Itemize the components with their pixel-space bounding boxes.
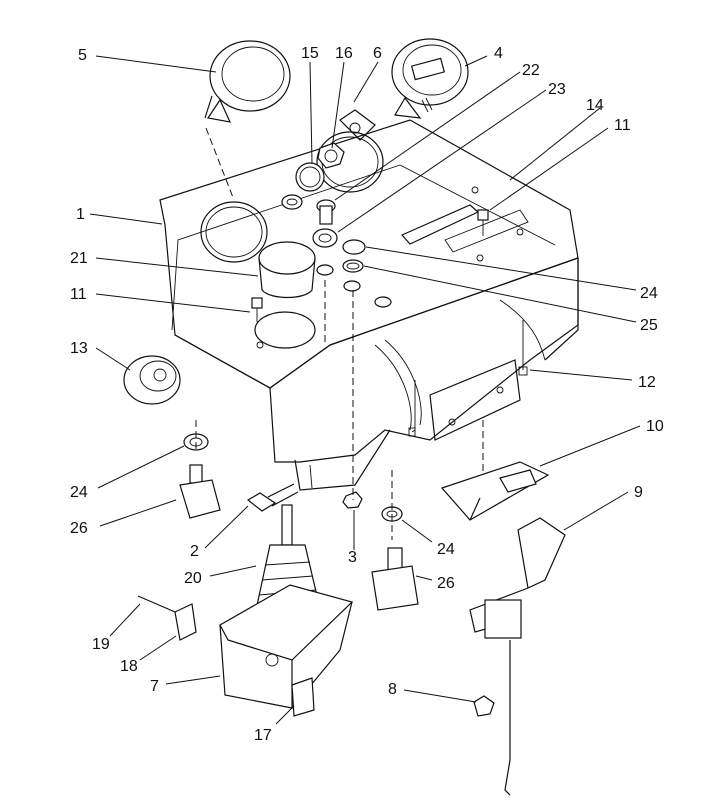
callout-18: 18 (120, 658, 138, 675)
callout-20: 20 (184, 570, 202, 587)
leader-lines (89, 55, 641, 725)
button-22-23 (312, 199, 338, 248)
callout-21: 21 (70, 250, 88, 267)
bolt-2 (246, 483, 299, 512)
switch-26-right (371, 547, 419, 611)
callout-23: 23 (548, 81, 566, 98)
callout-5: 5 (78, 47, 87, 64)
switch-18-19 (137, 595, 197, 641)
assembly-guides (195, 127, 484, 540)
key-switch-6 (339, 109, 376, 141)
callout-13: 13 (70, 340, 88, 357)
callout-2: 2 (190, 543, 199, 560)
screw-11-right (477, 209, 489, 236)
callout-26-left: 26 (70, 520, 88, 537)
cap-21 (258, 241, 316, 299)
indicator-15 (281, 162, 325, 210)
washers-24-25 (342, 239, 366, 273)
callout-labels: 5 15 16 6 4 22 23 14 11 1 21 24 11 25 13… (70, 45, 664, 744)
cable-8 (473, 640, 511, 796)
callout-10: 10 (646, 418, 664, 435)
screw-11-left (251, 297, 263, 322)
callout-19: 19 (92, 636, 110, 653)
callout-9: 9 (634, 484, 643, 501)
callout-7: 7 (150, 678, 159, 695)
callout-11-left: 11 (70, 286, 87, 303)
callout-12: 12 (638, 374, 656, 391)
callout-15: 15 (301, 45, 319, 62)
callout-22: 22 (522, 62, 540, 79)
callout-1: 1 (76, 206, 85, 223)
pedal-9 (469, 517, 566, 639)
callout-17: 17 (254, 727, 272, 744)
callout-16: 16 (335, 45, 353, 62)
hourmeter-4 (391, 38, 469, 119)
horn-13 (123, 355, 181, 405)
nut-16 (317, 142, 345, 169)
callout-26-right: 26 (437, 575, 455, 592)
plate-17 (291, 677, 315, 717)
callout-6: 6 (373, 45, 382, 62)
callout-24-right: 24 (437, 541, 455, 558)
callout-25: 25 (640, 317, 658, 334)
callout-24-left: 24 (70, 484, 88, 501)
gauge-5 (204, 40, 291, 123)
callout-4: 4 (494, 45, 503, 62)
callout-11-top: 11 (614, 117, 631, 134)
callout-24-top: 24 (640, 285, 658, 302)
bracket-10 (440, 461, 550, 521)
callout-3: 3 (348, 549, 357, 566)
switch-26-left (179, 464, 221, 519)
joystick-20 (219, 504, 354, 709)
callout-14: 14 (586, 97, 604, 114)
callout-8: 8 (388, 681, 397, 698)
